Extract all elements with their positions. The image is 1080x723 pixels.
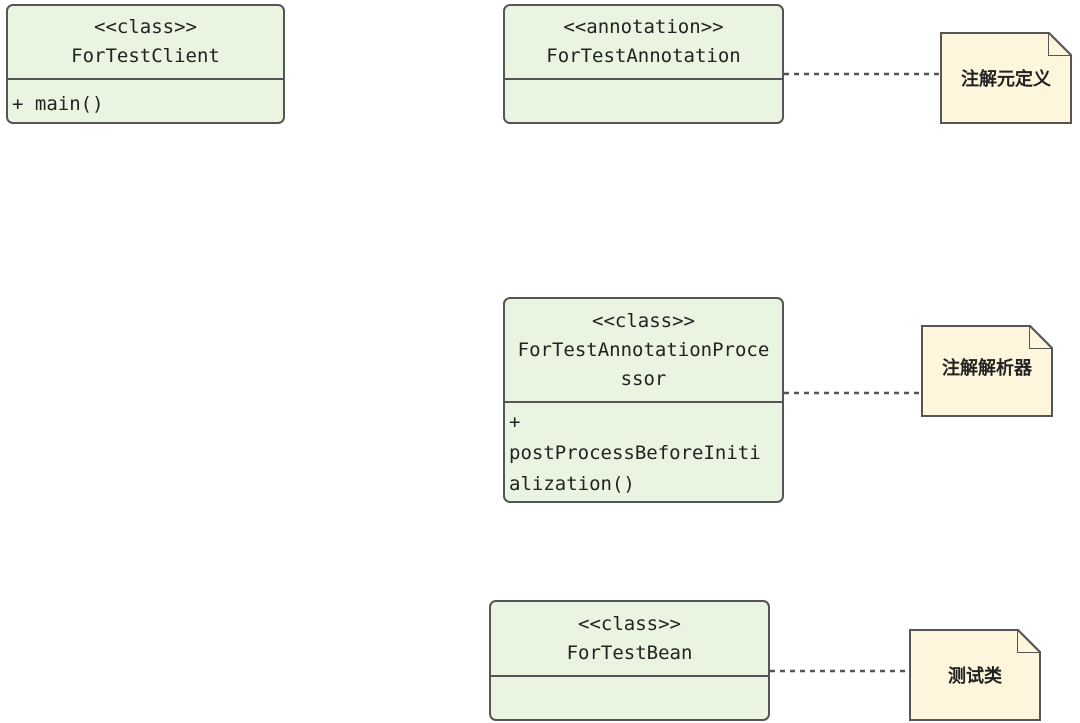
class-stereotype: <<class>> — [578, 612, 681, 635]
note-annotation-parser[interactable]: 注解解析器 — [921, 325, 1053, 417]
note-annotation-definition[interactable]: 注解元定义 — [940, 32, 1072, 124]
class-header: <<annotation>> ForTestAnnotation — [505, 6, 782, 80]
class-members: + postProcessBeforeIniti alization() — [505, 403, 782, 500]
class-stereotype: <<class>> — [592, 309, 695, 332]
class-members — [491, 677, 768, 681]
class-method-visibility: + — [509, 411, 521, 433]
class-box-for-test-annotation[interactable]: <<annotation>> ForTestAnnotation — [503, 4, 784, 124]
note-test-class[interactable]: 测试类 — [909, 629, 1041, 721]
class-name-line-1: ForTestAnnotationProce — [517, 338, 770, 361]
note-text: 注解解析器 — [942, 358, 1032, 379]
note-fold-icon — [1017, 629, 1041, 653]
class-members — [505, 80, 782, 84]
class-header: <<class>> ForTestClient — [8, 6, 283, 80]
class-box-for-test-annotation-processor[interactable]: <<class>> ForTestAnnotationProce ssor + … — [503, 297, 784, 503]
class-stereotype: <<class>> — [94, 16, 197, 38]
note-fold-icon — [1048, 32, 1072, 56]
class-header: <<class>> ForTestBean — [491, 602, 768, 677]
class-name: ForTestAnnotation — [546, 45, 741, 67]
class-name-line-2: ssor — [620, 367, 667, 390]
class-members: + main() — [8, 80, 283, 119]
class-stereotype: <<annotation>> — [563, 16, 724, 38]
class-box-for-test-bean[interactable]: <<class>> ForTestBean — [489, 600, 770, 721]
note-fold-icon — [1029, 325, 1053, 349]
class-name: ForTestBean — [566, 641, 693, 664]
class-name: ForTestClient — [71, 45, 220, 67]
note-text: 注解元定义 — [961, 69, 1051, 90]
class-box-for-test-client[interactable]: <<class>> ForTestClient + main() — [6, 4, 285, 124]
class-method-line-2: alization() — [509, 473, 635, 495]
note-text: 测试类 — [948, 666, 1002, 687]
class-header: <<class>> ForTestAnnotationProce ssor — [505, 299, 782, 403]
class-method: + main() — [12, 93, 104, 115]
class-method-line-1: postProcessBeforeIniti — [509, 442, 761, 464]
